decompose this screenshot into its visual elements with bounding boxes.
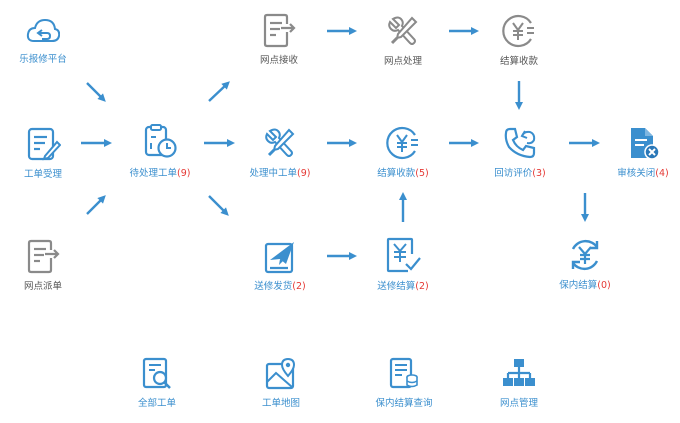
node-audit-close-label: 审核关闭 <box>617 168 656 179</box>
node-revisit-count: (3) <box>532 168 546 179</box>
document-send-icon <box>27 239 60 274</box>
search-doc-icon <box>142 357 171 389</box>
node-outlet-proc[interactable]: 网点处理 <box>370 13 436 67</box>
link-warranty-query[interactable]: 保内结算查询 <box>364 357 444 409</box>
cloud-return-icon <box>26 18 60 42</box>
node-platform[interactable]: 乐报修平台 <box>10 17 76 65</box>
node-settle-col-label: 结算收款 <box>377 168 416 179</box>
node-revisit-label: 回访评价 <box>494 168 533 179</box>
yen-refresh-icon <box>571 239 599 271</box>
node-audit-close[interactable]: 审核关闭(4) <box>603 125 680 179</box>
node-pending-label: 待处理工单 <box>129 168 178 179</box>
node-repair-settle[interactable]: 送修结算(2) <box>363 236 443 292</box>
document-edit-icon <box>27 127 61 161</box>
node-processing-label: 处理中工单 <box>249 168 298 179</box>
node-warranty[interactable]: 保内结算(0) <box>545 237 625 291</box>
node-receive[interactable]: 网点接收 <box>246 12 312 66</box>
node-platform-label: 乐报修平台 <box>19 54 67 65</box>
arrow-pending-ship <box>208 195 229 216</box>
link-outlet-mgmt[interactable]: 网点管理 <box>486 357 552 409</box>
node-processing[interactable]: 处理中工单(9) <box>240 125 320 179</box>
node-settle-top-label: 结算收款 <box>499 56 538 67</box>
link-warranty-query-label: 保内结算查询 <box>375 398 433 409</box>
node-repair-settle-label: 送修结算 <box>377 281 416 292</box>
node-warranty-count: (0) <box>597 280 611 291</box>
yen-doc-check-icon <box>386 237 421 273</box>
node-pending[interactable]: 待处理工单(9) <box>120 123 200 179</box>
arrow-dispatch-pending <box>86 195 106 215</box>
map-icon <box>265 357 296 390</box>
node-dispatch-label: 网点派单 <box>23 281 62 292</box>
document-arrow-icon <box>263 13 296 48</box>
yen-coin-icon <box>502 14 534 48</box>
node-accept-label: 工单受理 <box>23 169 62 180</box>
node-settle-col[interactable]: 结算收款(5) <box>363 125 443 179</box>
node-warranty-label: 保内结算 <box>559 280 598 291</box>
send-plane-doc-icon <box>264 242 294 274</box>
node-outlet-proc-label: 网点处理 <box>383 56 422 67</box>
node-accept[interactable]: 工单受理 <box>10 126 76 180</box>
tools-icon <box>265 128 295 157</box>
node-audit-close-count: (4) <box>655 168 669 179</box>
link-order-map-label: 工单地图 <box>261 398 300 409</box>
node-processing-count: (9) <box>297 168 311 179</box>
node-dispatch[interactable]: 网点派单 <box>10 238 76 292</box>
link-outlet-mgmt-label: 网点管理 <box>499 398 538 409</box>
doc-stack-icon <box>389 357 418 389</box>
node-revisit[interactable]: 回访评价(3) <box>480 125 560 179</box>
node-repair-settle-count: (2) <box>415 281 429 292</box>
link-all-orders-label: 全部工单 <box>137 398 176 409</box>
node-ship-count: (2) <box>292 281 306 292</box>
link-all-orders[interactable]: 全部工单 <box>124 357 190 409</box>
yen-coin-icon <box>386 126 418 160</box>
node-receive-label: 网点接收 <box>259 55 298 66</box>
link-order-map[interactable]: 工单地图 <box>248 357 314 409</box>
phone-callback-icon <box>504 127 536 159</box>
document-clock-icon <box>144 124 177 158</box>
arrow-platform-pending <box>86 82 106 102</box>
node-ship[interactable]: 送修发货(2) <box>240 238 320 292</box>
arrow-pending-receive <box>208 81 230 102</box>
tools-icon <box>388 16 418 45</box>
document-close-icon <box>631 128 660 160</box>
node-pending-count: (9) <box>177 168 191 179</box>
node-settle-top[interactable]: 结算收款 <box>486 13 552 67</box>
node-settle-col-count: (5) <box>415 168 429 179</box>
org-chart-icon <box>503 359 535 386</box>
node-ship-label: 送修发货 <box>254 281 293 292</box>
